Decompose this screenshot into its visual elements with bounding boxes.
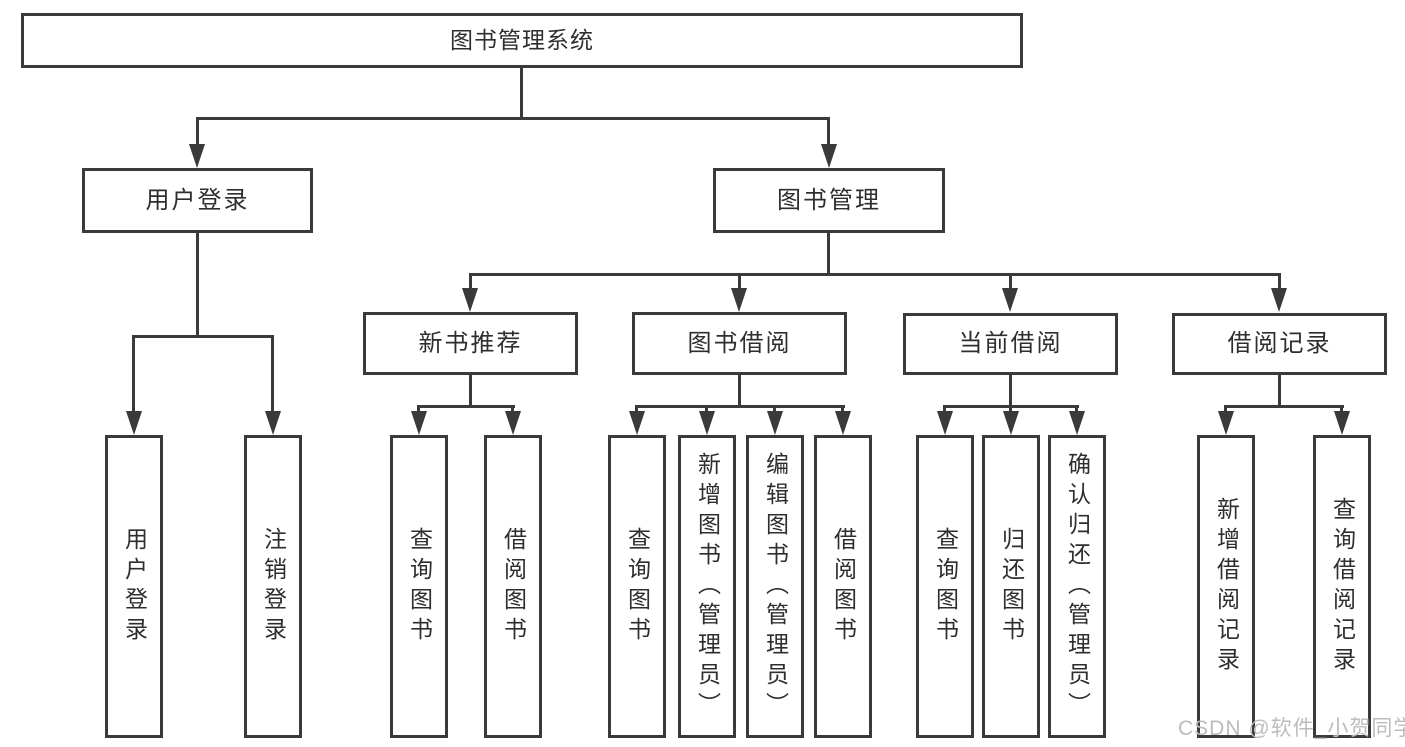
- arrowhead-down-icon: [1334, 411, 1350, 435]
- connector-line-vertical: [827, 231, 830, 275]
- connector-line-horizontal: [132, 335, 274, 338]
- arrowhead-down-icon: [505, 411, 521, 435]
- arrowhead-down-icon: [835, 411, 851, 435]
- arrowhead-down-icon: [937, 411, 953, 435]
- connector-line-vertical: [1009, 273, 1012, 291]
- leaf-borrow-query-books-label: 查询图书: [624, 526, 651, 647]
- arrowhead-down-icon: [767, 411, 783, 435]
- leaf-user-login-label: 用户登录: [121, 526, 148, 647]
- arrowhead-down-icon: [1218, 411, 1234, 435]
- connector-line-vertical: [943, 405, 946, 415]
- node-new-book-recommend-label: 新书推荐: [418, 329, 523, 357]
- leaf-borrow-borrow-books: 借阅图书: [814, 435, 872, 738]
- leaf-records-query-label: 查询借阅记录: [1329, 496, 1356, 677]
- connector-line-vertical: [841, 405, 844, 415]
- node-current-borrow-label: 当前借阅: [958, 330, 1063, 357]
- leaf-borrow-add-books-label: 新增图书（管理员）: [694, 451, 721, 722]
- leaf-borrow-add-books: 新增图书（管理员）: [678, 435, 736, 738]
- csdn-watermark: CSDN @软件_小贺同学: [1178, 717, 1405, 740]
- connector-line-vertical: [132, 335, 135, 413]
- node-user-login-branch-label: 用户登录: [145, 186, 250, 214]
- connector-line-horizontal: [469, 273, 1281, 276]
- connector-line-vertical: [1278, 373, 1281, 407]
- arrowhead-down-icon: [126, 411, 142, 435]
- connector-line-vertical: [511, 405, 514, 415]
- arrowhead-down-icon: [1069, 411, 1085, 435]
- leaf-recommend-query-books-label: 查询图书: [406, 526, 433, 647]
- connector-line-vertical: [773, 405, 776, 415]
- connector-line-vertical: [196, 231, 199, 337]
- arrowhead-down-icon: [1002, 288, 1018, 312]
- leaf-current-query-books: 查询图书: [916, 435, 974, 738]
- connector-line-vertical: [705, 405, 708, 415]
- leaf-recommend-borrow-books: 借阅图书: [484, 435, 542, 738]
- connector-line-vertical: [738, 273, 741, 291]
- leaf-logout-label: 注销登录: [260, 526, 287, 647]
- connector-line-horizontal: [635, 405, 845, 408]
- connector-line-vertical: [196, 117, 199, 147]
- leaf-recommend-borrow-books-label: 借阅图书: [500, 526, 527, 647]
- arrowhead-down-icon: [462, 288, 478, 312]
- node-new-book-recommend: 新书推荐: [363, 312, 578, 375]
- leaf-current-return-books: 归还图书: [982, 435, 1040, 738]
- leaf-borrow-borrow-books-label: 借阅图书: [830, 526, 857, 647]
- connector-line-vertical: [1009, 373, 1012, 407]
- node-borrow-records: 借阅记录: [1172, 313, 1387, 375]
- leaf-records-add-label: 新增借阅记录: [1213, 496, 1240, 677]
- node-book-management-branch: 图书管理: [713, 168, 945, 233]
- arrowhead-down-icon: [189, 144, 205, 168]
- leaf-records-add: 新增借阅记录: [1197, 435, 1255, 738]
- connector-line-vertical: [1224, 405, 1227, 415]
- connector-line-vertical: [1075, 405, 1078, 415]
- leaf-current-query-books-label: 查询图书: [932, 526, 959, 647]
- leaf-records-query: 查询借阅记录: [1313, 435, 1371, 738]
- arrowhead-down-icon: [411, 411, 427, 435]
- connector-line-vertical: [520, 66, 523, 119]
- arrowhead-down-icon: [731, 288, 747, 312]
- connector-line-vertical: [738, 373, 741, 407]
- connector-line-horizontal: [1224, 405, 1344, 408]
- leaf-user-login: 用户登录: [105, 435, 163, 738]
- arrowhead-down-icon: [1003, 411, 1019, 435]
- leaf-current-return-books-label: 归还图书: [998, 526, 1025, 647]
- arrowhead-down-icon: [699, 411, 715, 435]
- node-current-borrow: 当前借阅: [903, 313, 1118, 375]
- leaf-current-confirm-return-label: 确认归还（管理员）: [1064, 451, 1091, 722]
- leaf-logout: 注销登录: [244, 435, 302, 738]
- node-book-management-branch-label: 图书管理: [777, 186, 881, 214]
- connector-line-horizontal: [943, 405, 1079, 408]
- connector-line-vertical: [417, 405, 420, 415]
- connector-line-vertical: [271, 335, 274, 413]
- connector-line-vertical: [1340, 405, 1343, 415]
- arrowhead-down-icon: [1271, 288, 1287, 312]
- connector-line-horizontal: [417, 405, 515, 408]
- arrowhead-down-icon: [265, 411, 281, 435]
- node-borrow-records-label: 借阅记录: [1227, 330, 1332, 357]
- connector-line-vertical: [469, 273, 472, 291]
- node-book-borrow-label: 图书借阅: [687, 329, 792, 357]
- connector-line-vertical: [469, 373, 472, 407]
- connector-line-vertical: [1009, 405, 1012, 415]
- node-library-management-system-label: 图书管理系统: [450, 27, 594, 53]
- node-book-borrow: 图书借阅: [632, 312, 847, 375]
- connector-line-vertical: [635, 405, 638, 415]
- connector-line-horizontal: [196, 117, 830, 120]
- connector-line-vertical: [827, 117, 830, 147]
- node-library-management-system: 图书管理系统: [21, 13, 1023, 68]
- leaf-recommend-query-books: 查询图书: [390, 435, 448, 738]
- leaf-borrow-edit-books-label: 编辑图书（管理员）: [762, 451, 789, 722]
- leaf-borrow-edit-books: 编辑图书（管理员）: [746, 435, 804, 738]
- leaf-borrow-query-books: 查询图书: [608, 435, 666, 738]
- leaf-current-confirm-return: 确认归还（管理员）: [1048, 435, 1106, 738]
- connector-line-vertical: [1278, 273, 1281, 291]
- node-user-login-branch: 用户登录: [82, 168, 313, 233]
- arrowhead-down-icon: [629, 411, 645, 435]
- arrowhead-down-icon: [821, 144, 837, 168]
